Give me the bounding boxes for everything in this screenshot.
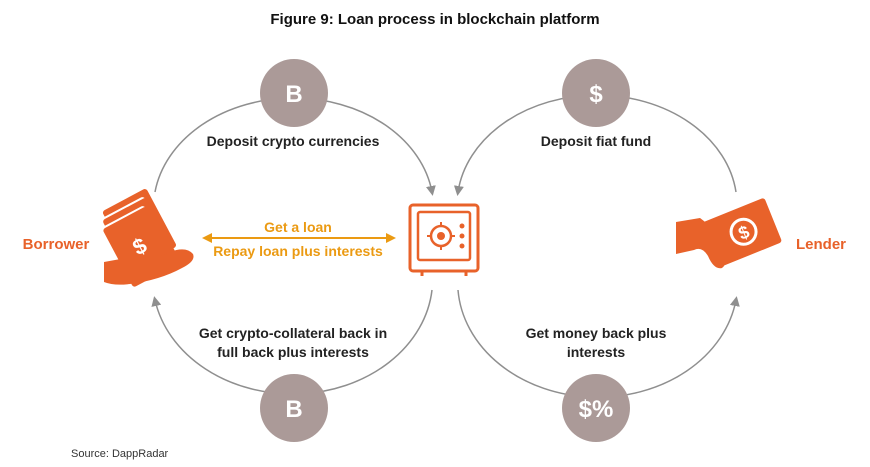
lender-cash-hand-icon: $ [676,198,782,269]
vault-icon [408,203,480,276]
deposit-fiat-label: Deposit fiat fund [541,133,651,149]
get-loan-label: Get a loan [264,219,332,235]
left-top-symbol: B [285,81,302,108]
figure-title: Figure 9: Loan process in blockchain pla… [270,11,599,28]
repay-loan-label: Repay loan plus interests [213,243,383,259]
right-bottom-circle: $% [562,374,630,442]
left-top-circle: B [260,59,328,127]
crypto-back-label-line1: Get crypto-collateral back in [199,325,387,341]
left-bottom-circle: B [260,374,328,442]
borrower-label: Borrower [23,236,90,253]
money-back-label-line1: Get money back plus [526,325,667,341]
borrower-cash-hand-icon: $ [100,189,194,287]
left-bottom-symbol: B [285,396,302,423]
right-top-circle: $ [562,59,630,127]
source-note: Source: DappRadar [71,448,169,460]
crypto-back-label-line2: full back plus interests [217,344,369,360]
right-top-symbol: $ [589,81,603,108]
lender-label: Lender [796,236,846,253]
right-bottom-symbol: $% [579,396,614,423]
deposit-crypto-label: Deposit crypto currencies [207,133,380,149]
money-back-label-line2: interests [567,344,626,360]
